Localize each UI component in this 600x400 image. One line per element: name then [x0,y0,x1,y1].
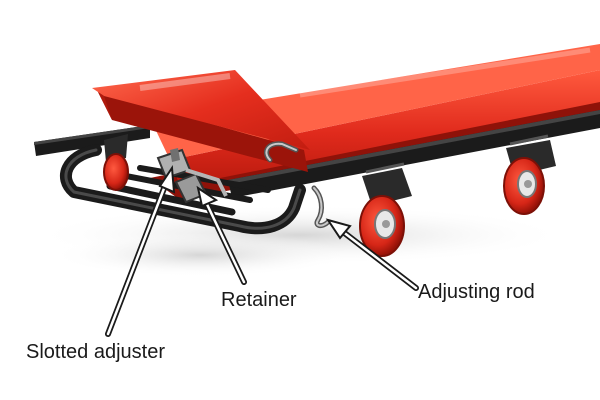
slotted-adjuster-bracket [156,148,228,204]
callout-arrows [105,165,419,337]
retainer-arrow [196,185,247,285]
adjusting-rod-label: Adjusting rod [418,281,535,303]
caster-wheel-middle [503,134,556,215]
slotted-adjuster-arrow [105,165,176,337]
caster-wheel-rear [103,134,129,191]
slotted-adjuster-label: Slotted adjuster [26,341,165,363]
adjusting-rod-arrow [325,218,419,291]
retainer-label: Retainer [221,289,297,311]
frame-rail [34,110,600,198]
head-rest [92,70,310,172]
caster-wheel-front [359,162,412,257]
adjusting-rod [264,141,331,229]
ground-shadow [30,205,570,277]
